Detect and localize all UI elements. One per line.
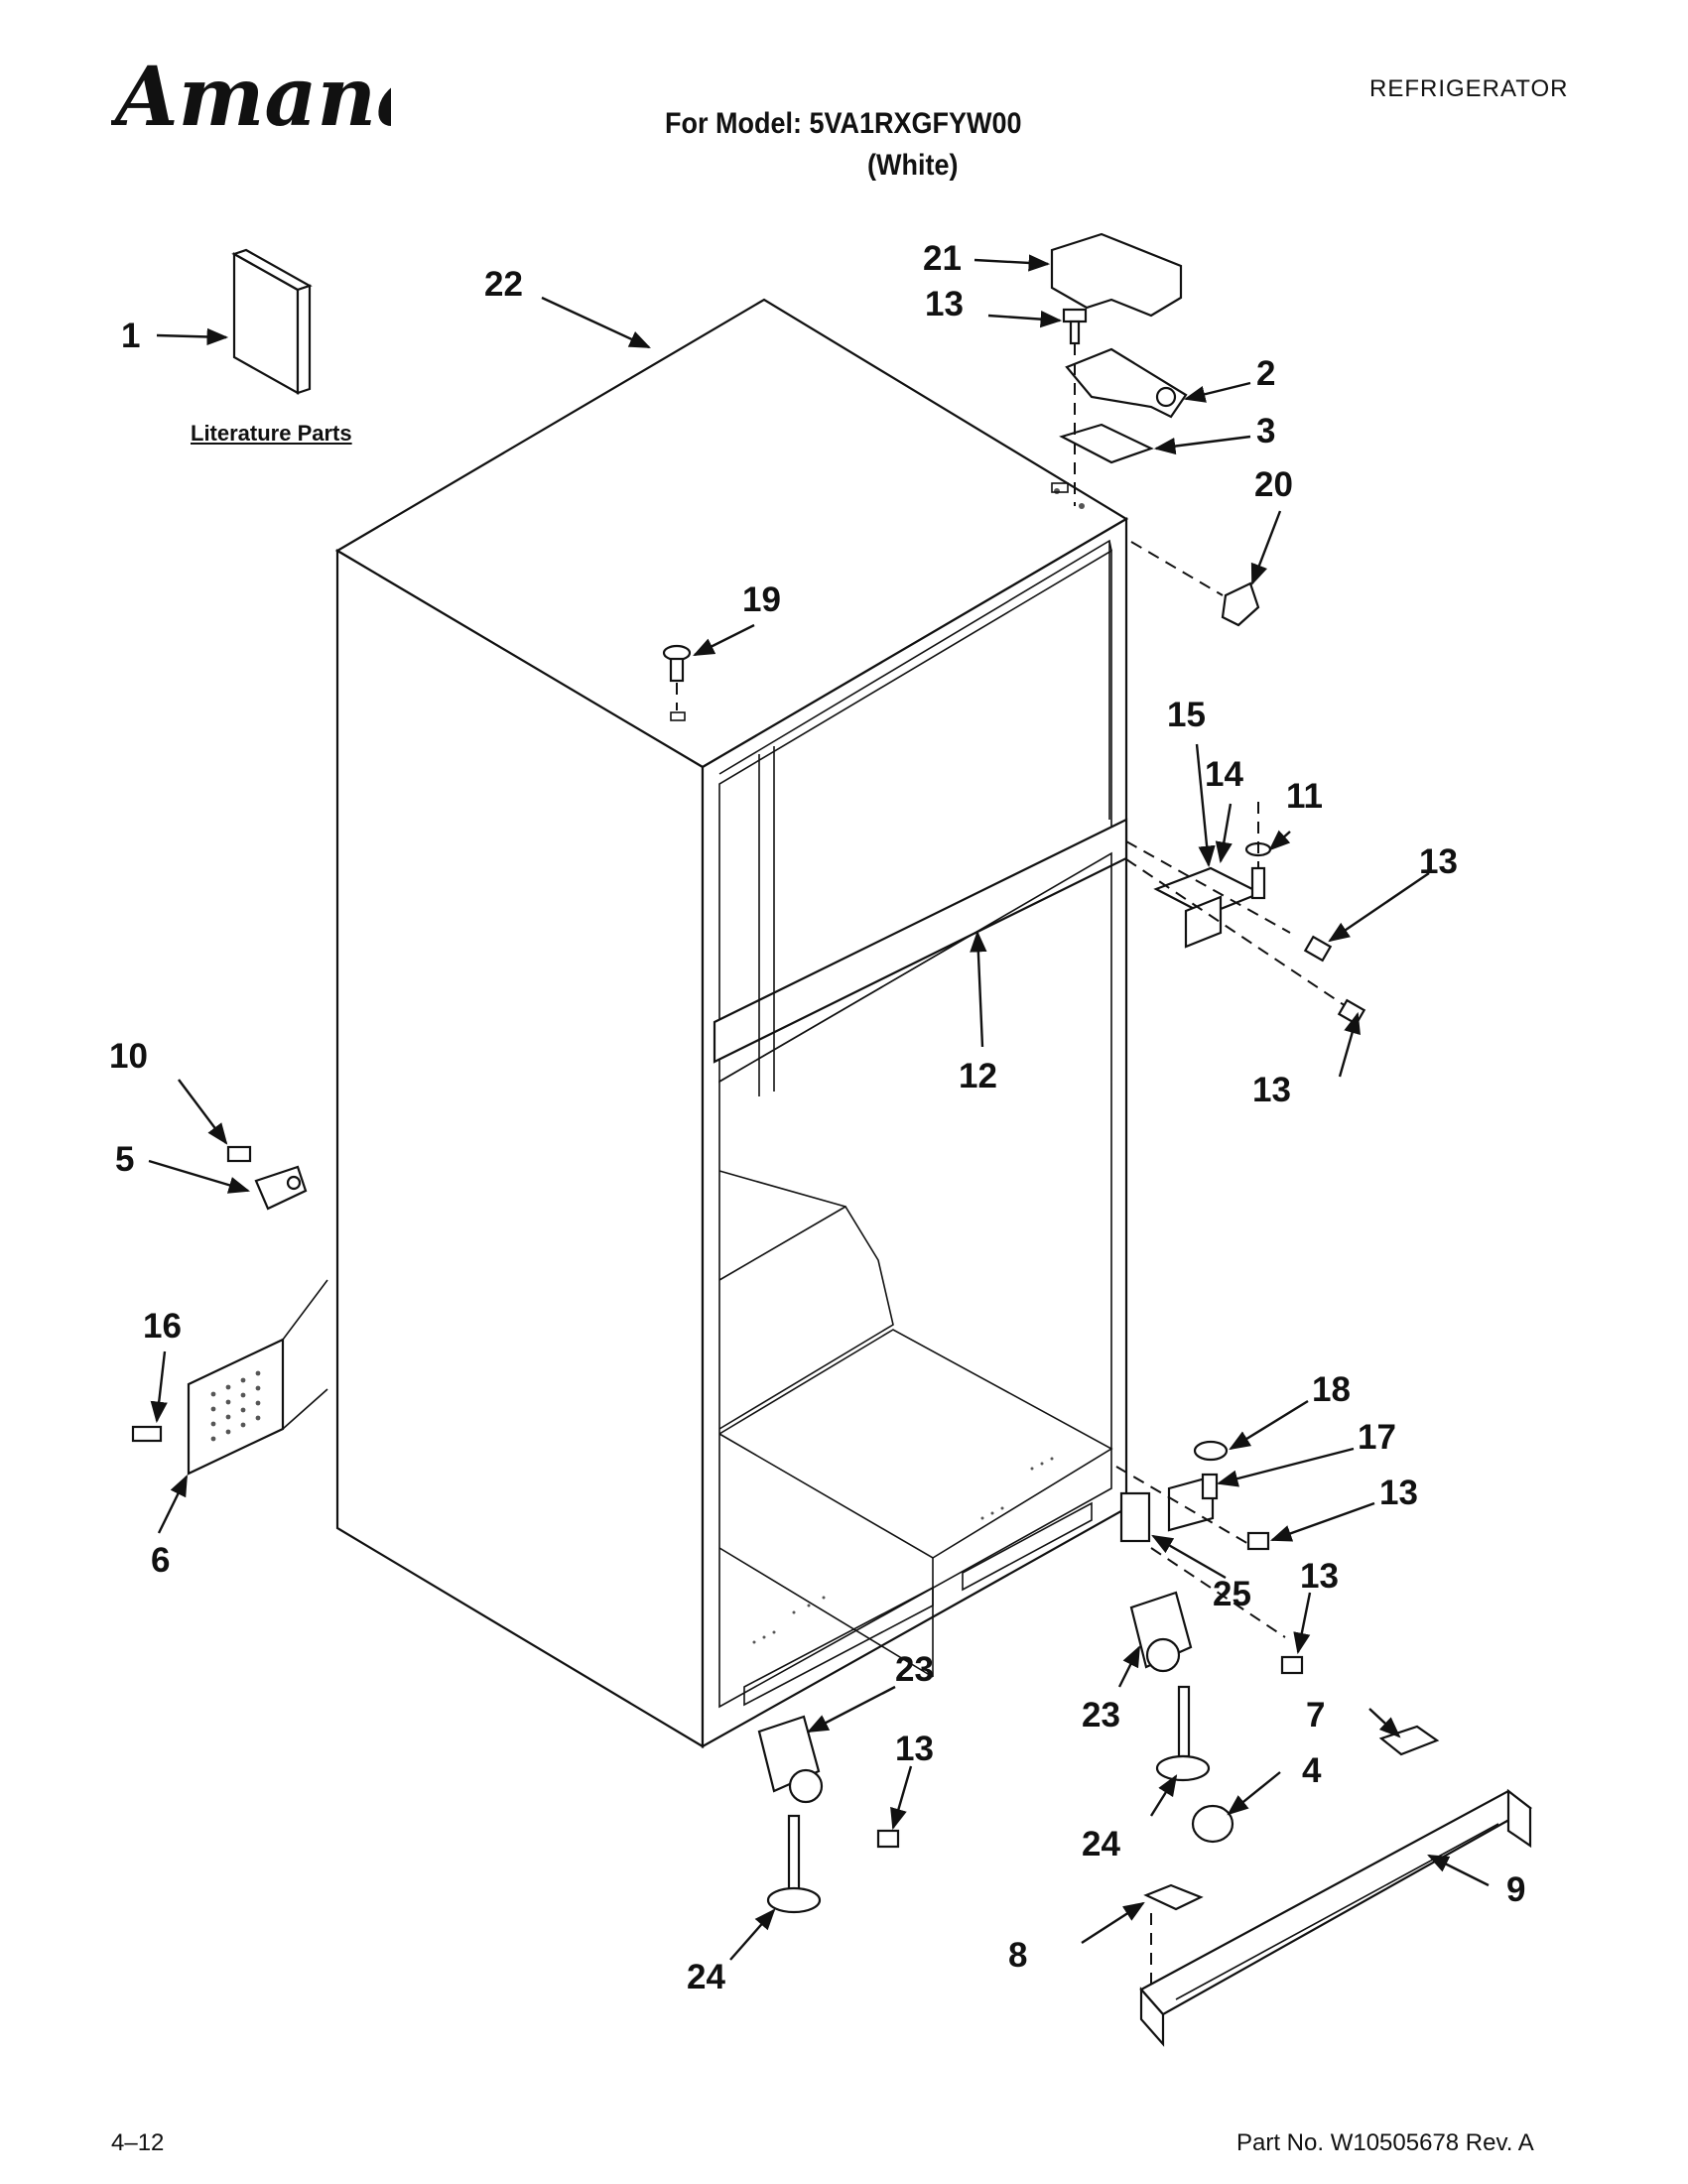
center-hinge [1153,841,1272,949]
callout-19: 19 [742,580,781,619]
literature-booklet [231,248,313,395]
roller-assembly-right [1129,1591,1211,1782]
callout-10: 10 [109,1037,148,1076]
amana-logo: Amana [111,50,391,143]
toe-grille [1139,1788,1532,2047]
callout-9: 9 [1506,1870,1525,1909]
callout-13: 13 [1300,1557,1339,1596]
top-hinge-cover [1050,232,1183,318]
callout-13: 13 [925,285,964,323]
callout-24: 24 [687,1958,725,1996]
callout-13: 13 [895,1730,934,1768]
callout-6: 6 [151,1541,170,1580]
page-number: 4–12 [111,2129,165,2156]
callout-11: 11 [1286,777,1323,816]
hinge-cap [1143,1883,1204,1911]
callout-21: 21 [923,239,962,278]
callout-14: 14 [1205,755,1243,794]
bottom-hinge-screw-a [1246,1531,1270,1551]
center-hinge-screw-a [1303,935,1333,963]
callout-5: 5 [115,1140,134,1179]
callout-4: 4 [1302,1751,1322,1790]
callout-8: 8 [1008,1936,1027,1975]
tubing-clamp [226,1145,308,1211]
callout-25: 25 [1213,1575,1251,1613]
plug-button [662,644,692,683]
hinge-screw-top [1062,308,1088,345]
refrigerator-cabinet [334,298,1129,1748]
bottom-hinge-screw-b [1280,1655,1304,1675]
callout-arrows [148,254,1490,1961]
callout-17: 17 [1358,1418,1396,1457]
model-color: (White) [867,149,959,182]
callout-16: 16 [143,1307,182,1346]
top-hinge [1065,347,1188,419]
callout-13: 13 [1419,842,1458,881]
category-label: REFRIGERATOR [1369,75,1569,102]
callout-13: 13 [1252,1071,1291,1109]
roller-wheel [1191,1804,1234,1844]
callout-labels: 1 22 21 13 2 3 20 19 15 14 11 13 12 13 1… [109,239,1525,1996]
literature-parts-label: Literature Parts [191,421,352,446]
machine-compartment-cover [187,1279,328,1476]
callout-2: 2 [1256,354,1275,393]
callout-20: 20 [1254,465,1293,504]
grille-clip [1378,1725,1440,1756]
roller-assembly-left [757,1715,900,1914]
callout-3: 3 [1256,412,1275,450]
hinge-washer [1193,1440,1229,1462]
callout-24: 24 [1082,1825,1120,1863]
svg-text:Amana: Amana [111,50,391,143]
hinge-spacer [1119,1491,1151,1543]
hinge-pin-cap [1221,581,1260,627]
cover-screw [131,1425,163,1443]
model-title: For Model: 5VA1RXGFYW00 [665,107,1022,140]
callout-15: 15 [1167,696,1206,734]
callout-1: 1 [121,317,140,355]
callout-12: 12 [959,1057,997,1095]
part-number: Part No. W10505678 Rev. A [1236,2129,1534,2156]
hinge-shim [1059,423,1154,464]
callout-7: 7 [1306,1696,1325,1734]
callout-22: 22 [484,265,523,304]
callout-23: 23 [895,1650,934,1689]
callout-23: 23 [1082,1696,1120,1734]
callout-13: 13 [1379,1474,1418,1512]
callout-18: 18 [1312,1370,1351,1409]
